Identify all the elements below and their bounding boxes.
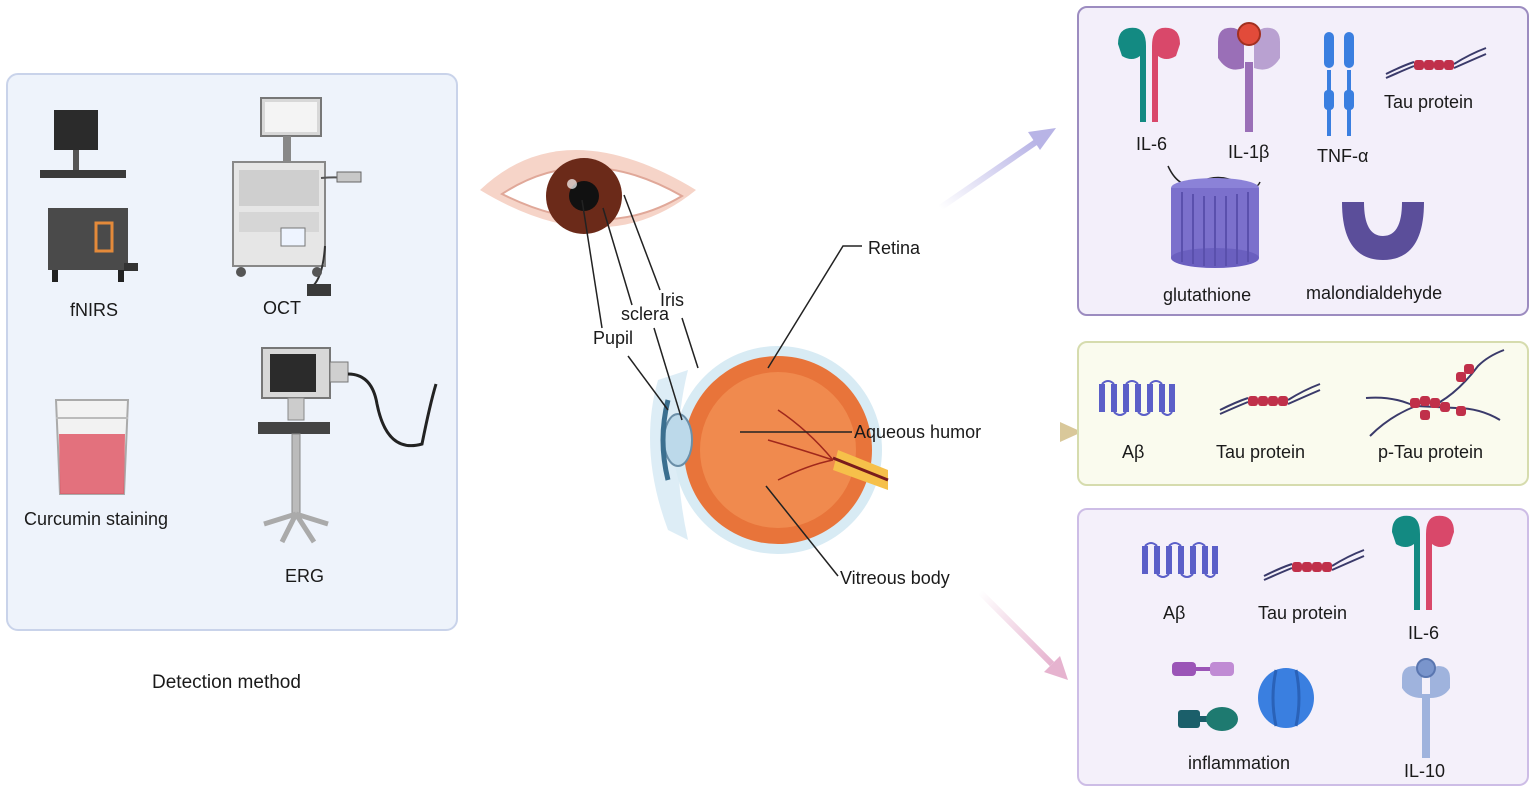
fnirs-device-icon (40, 110, 138, 282)
il10-label: IL-10 (1404, 761, 1446, 781)
erg-device-icon (258, 347, 438, 544)
fnirs-label: fNIRS (70, 300, 119, 320)
aqueous-abeta-icon (1099, 380, 1175, 416)
pupil-label: Pupil (593, 328, 634, 348)
external-eye-icon (480, 150, 696, 234)
iris-label: Iris (660, 290, 684, 310)
tnfa-receptor-icon (1324, 32, 1354, 136)
il10-receptor-icon (1402, 658, 1450, 758)
aqueous-biomarker-panel (1077, 341, 1529, 486)
vitreous-tau-protein-label: Tau protein (1258, 603, 1348, 623)
curcumin-staining-cup-icon (54, 399, 130, 495)
il6-receptor-icon (1118, 27, 1180, 122)
aqueous-humor-label: Aqueous humor (854, 422, 982, 442)
retina-label: Retina (868, 238, 921, 258)
oct-label: OCT (263, 298, 301, 318)
retina-tau-protein-icon (1385, 47, 1487, 79)
aqueous-abeta-label: Aβ (1122, 442, 1145, 462)
sclera-label: sclera (621, 304, 670, 324)
retina-il6-label: IL-6 (1136, 134, 1168, 154)
curcumin-label: Curcumin staining (24, 509, 169, 529)
aqueous-tau-protein-icon (1219, 383, 1321, 415)
vitreous-il6-label: IL-6 (1408, 623, 1440, 643)
retina-tnfa-label: TNF-α (1317, 146, 1369, 166)
malondialdehyde-label: malondialdehyde (1306, 283, 1443, 303)
vitreous-body-label: Vitreous body (840, 568, 950, 588)
inflammation-label: inflammation (1188, 753, 1291, 773)
glutathione-label: glutathione (1163, 285, 1252, 305)
p-tau-protein-label: p-Tau protein (1378, 442, 1484, 462)
p-tau-protein-icon (1365, 349, 1505, 437)
detection-caption: Detection method (152, 672, 301, 693)
il1b-receptor-icon (1218, 22, 1280, 132)
vitreous-tau-protein-icon (1263, 549, 1365, 581)
oct-device-icon (232, 97, 362, 296)
vitreous-il6-receptor-icon (1392, 515, 1454, 610)
vitreous-abeta-icon (1142, 542, 1218, 578)
vitreous-abeta-label: Aβ (1163, 603, 1186, 623)
retina-il1b-label: IL-1β (1228, 142, 1270, 162)
vitreous-biomarker-panel (1077, 508, 1529, 786)
retina-tau-protein-label: Tau protein (1384, 92, 1474, 112)
inflammation-icon (1172, 662, 1314, 731)
malondialdehyde-icon (1342, 202, 1424, 260)
glutathione-icon (1167, 165, 1261, 268)
aqueous-tau-protein-label: Tau protein (1216, 442, 1306, 462)
eye-cross-section-icon (650, 346, 889, 554)
erg-label: ERG (285, 566, 325, 586)
